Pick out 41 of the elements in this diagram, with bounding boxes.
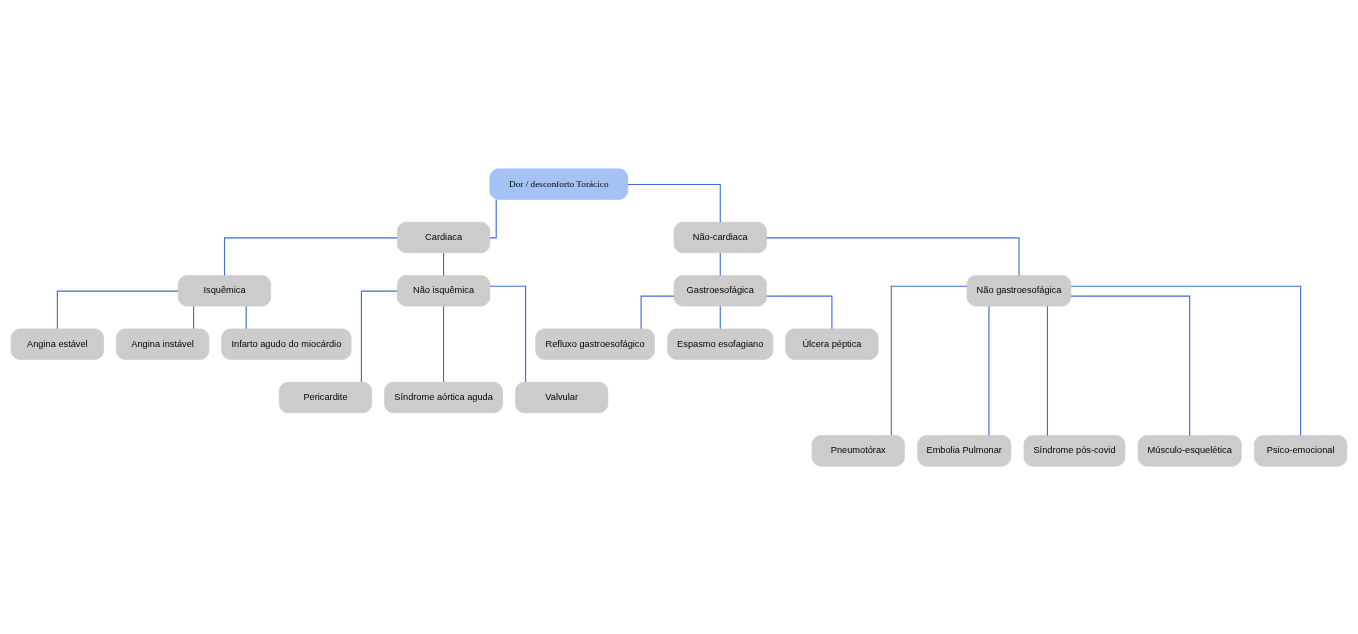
- node-box: Pericardite: [278, 381, 373, 413]
- node-box: Angina estável: [10, 328, 104, 360]
- node-box: Isquêmica: [177, 274, 272, 306]
- connector: [56, 290, 179, 329]
- connector: [640, 295, 675, 329]
- connector: [719, 251, 721, 276]
- connector: [988, 305, 990, 436]
- node-box: Pneumotórax: [811, 434, 905, 466]
- connector: [766, 295, 833, 329]
- connector: [443, 251, 445, 276]
- node-box: Embolia Pulmonar: [917, 434, 1012, 466]
- node-box: Úlcera péptica: [785, 328, 879, 360]
- node-box: Não gastroesofágica: [966, 274, 1072, 306]
- node-box: Não isquêmica: [397, 274, 491, 306]
- node-box: Psico-emocional: [1254, 434, 1348, 466]
- connector: [766, 236, 1020, 276]
- node-box: Síndrome pós-covid: [1023, 434, 1126, 466]
- node-box: Cardiaca: [397, 221, 491, 253]
- connector: [193, 305, 195, 329]
- connector: [1046, 305, 1048, 436]
- connector: [489, 198, 497, 238]
- connector: [1070, 295, 1191, 436]
- node-box: Gastroesofágica: [673, 274, 767, 306]
- connector: [360, 290, 398, 383]
- node-box: Músculo-esquelética: [1137, 434, 1242, 466]
- connector: [719, 305, 721, 329]
- node-box: Espasmo esofagiano: [667, 328, 774, 360]
- connector: [1070, 285, 1302, 436]
- node-box: Refluxo gastroesofágico: [535, 328, 655, 360]
- node-box: Dor / desconforto Torácico: [489, 168, 629, 200]
- node-box: Síndrome aórtica aguda: [384, 381, 503, 413]
- node-box: Angina instável: [116, 328, 210, 360]
- node-box: Infarto agudo do miocárdio: [221, 328, 352, 360]
- connector: [489, 285, 527, 383]
- node-box: Valvular: [515, 381, 609, 413]
- connector: [443, 305, 445, 383]
- connector: [223, 236, 398, 276]
- connector: [890, 285, 968, 436]
- node-box: Não-cardiaca: [673, 221, 767, 253]
- connector: [245, 305, 247, 329]
- connector: [627, 183, 721, 223]
